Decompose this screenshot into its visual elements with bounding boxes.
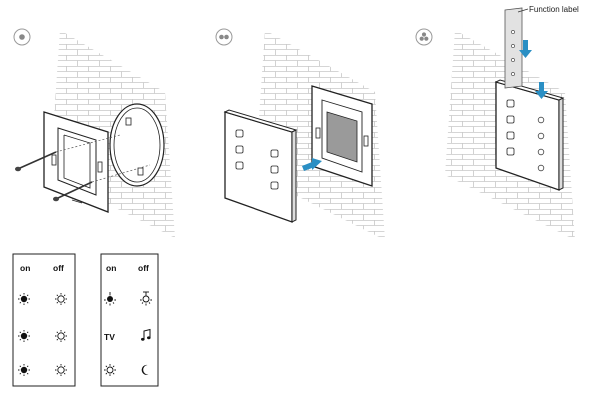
- step-3-badge: [415, 28, 433, 46]
- step-3-panel: Function label: [415, 5, 579, 240]
- wall-box-ring: [109, 103, 165, 187]
- attach-arrow: [302, 158, 322, 171]
- step-2-panel: [215, 28, 385, 240]
- card-2-off-text: off: [138, 263, 149, 273]
- mounted-plate: [311, 85, 373, 187]
- card-1-row-2: [18, 293, 67, 305]
- card-2-row-4: [104, 364, 149, 376]
- switch-panel-front: [223, 109, 298, 223]
- step-1-badge: [13, 28, 31, 46]
- insert-arrow: [535, 82, 548, 99]
- step-1-icon: [19, 34, 25, 40]
- card-1-off-text: off: [53, 263, 64, 273]
- left-buttons: [235, 129, 244, 170]
- music-note-icon: [141, 328, 151, 341]
- step-2-badge: [215, 28, 233, 46]
- step-2-icon: [219, 34, 229, 40]
- sun-icon: [104, 364, 116, 376]
- step-3-icon: [419, 32, 429, 41]
- card-2-row-2: [104, 291, 152, 306]
- bulb-outline-icon: [55, 364, 67, 376]
- step-1-panel: [13, 28, 175, 238]
- card-2-on-text: on: [106, 263, 116, 273]
- ceiling-lamp-off-icon: [140, 291, 152, 306]
- right-buttons: [270, 149, 279, 190]
- bulb-filled-icon: [18, 330, 30, 342]
- switch-right-icons: [537, 116, 545, 172]
- bulb-outline-icon: [55, 293, 67, 305]
- tv-text: TV: [104, 332, 115, 342]
- function-label-strip: [504, 7, 523, 89]
- switch-left-buttons: [506, 99, 515, 156]
- bulb-filled-icon: [18, 293, 30, 305]
- screw-top: [15, 134, 121, 172]
- screw-bottom: [53, 164, 151, 202]
- card-1-row-4: [18, 364, 67, 376]
- label-card-1: on off: [12, 253, 76, 387]
- function-label-text: Function label: [529, 5, 579, 14]
- bulb-outline-icon: [55, 330, 67, 342]
- moon-icon: [141, 364, 149, 375]
- mounting-plate: [43, 111, 109, 213]
- card-1-on-text: on: [20, 263, 30, 273]
- card-2-row-3: TV: [104, 328, 151, 342]
- ceiling-lamp-on-icon: [104, 292, 116, 306]
- function-label-arrow: [519, 40, 532, 58]
- function-label-leader: [517, 8, 529, 13]
- bulb-filled-icon: [18, 364, 30, 376]
- label-card-2: on off TV: [100, 253, 159, 387]
- card-1-row-3: [18, 330, 67, 342]
